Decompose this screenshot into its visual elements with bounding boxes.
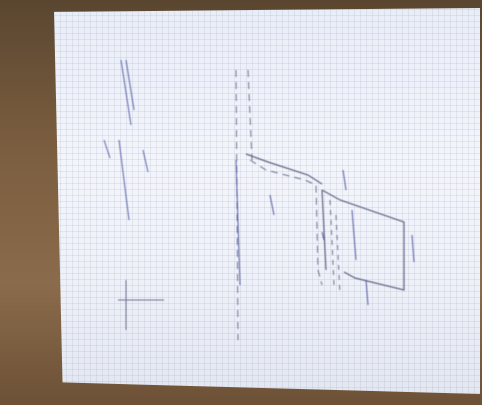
inner-dashed-line (329, 199, 341, 296)
small-handwritten-labels (269, 169, 415, 306)
handwritten-box-label (351, 209, 357, 261)
handwritten-note-middle (103, 139, 149, 221)
dashed-boundary-lines (235, 69, 323, 341)
solid-profile-outline (245, 153, 405, 291)
handwritten-vertical-label (235, 159, 241, 286)
graph-paper-sheet (54, 8, 480, 394)
handwritten-note-top (120, 59, 135, 126)
axis-cross-sketch (118, 280, 164, 330)
